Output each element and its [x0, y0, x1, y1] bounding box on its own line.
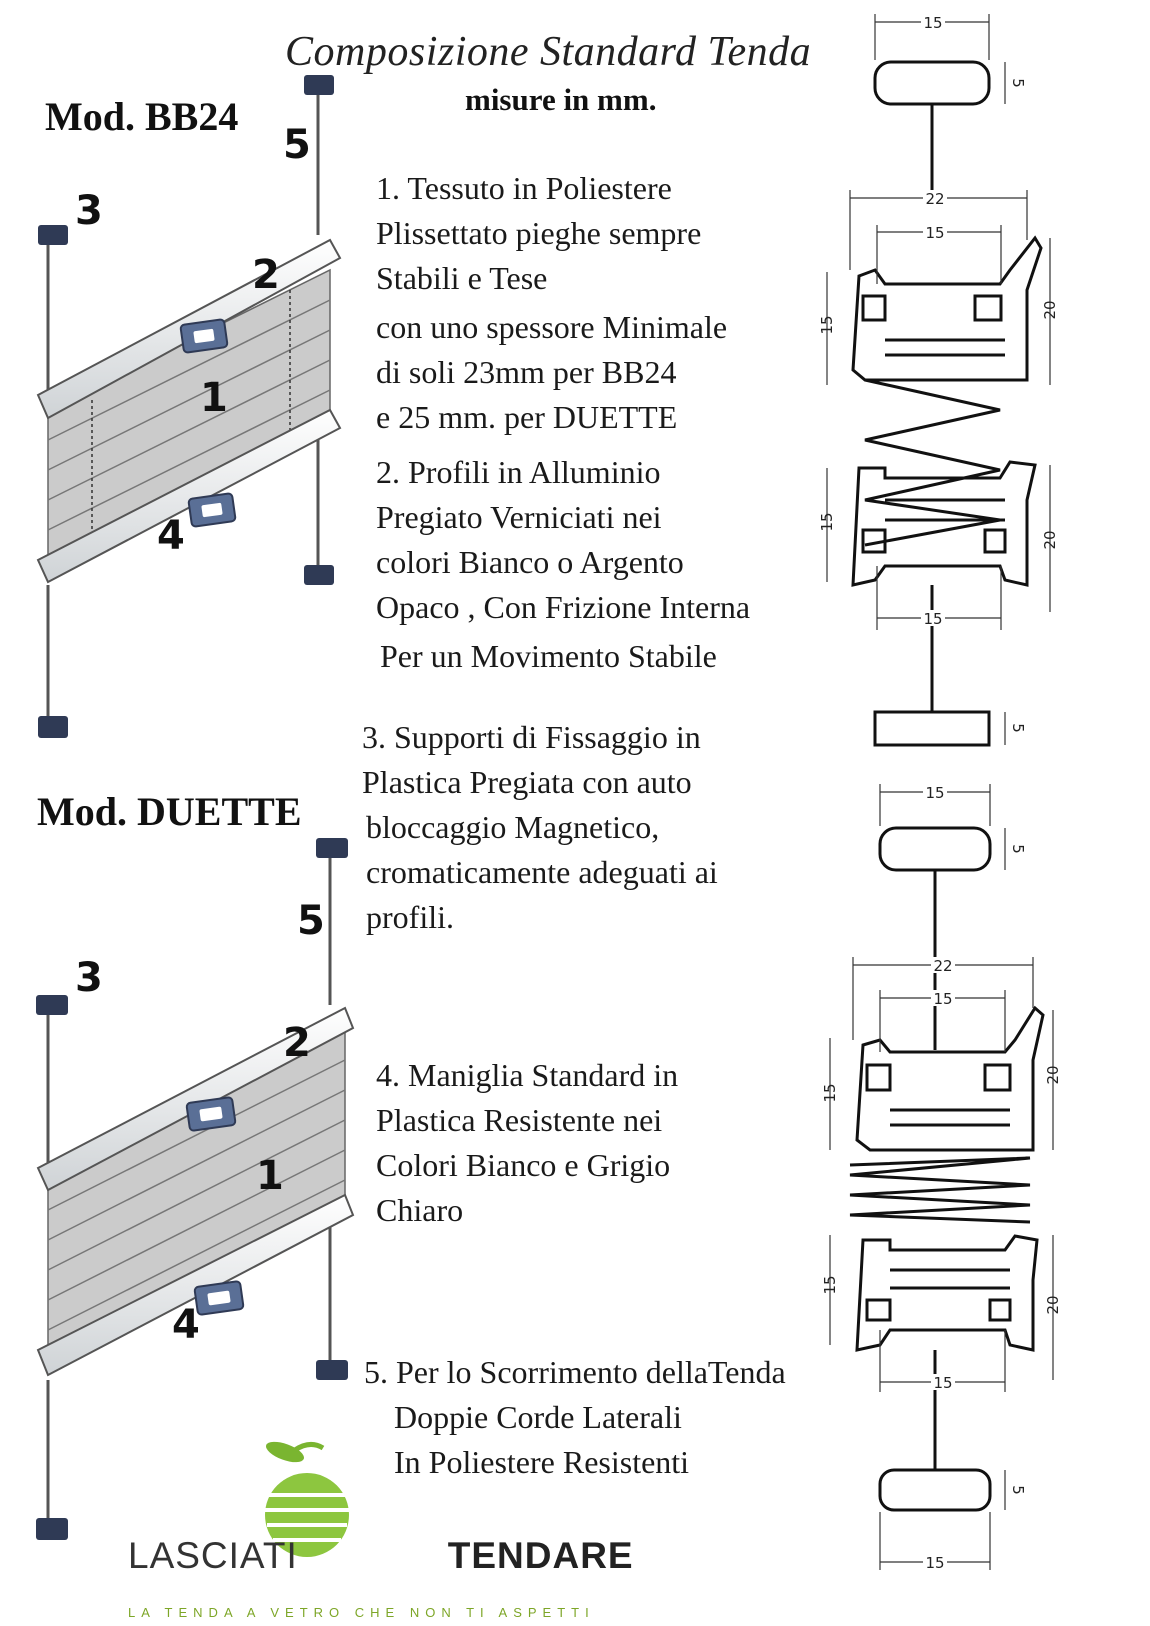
dim-bb24-bottom-height: 5: [1009, 723, 1027, 733]
model-label-duette: Mod. DUETTE: [37, 789, 302, 834]
dim-bb24-outer-width: 22: [925, 190, 944, 208]
dim-bb24-bottom-width: 15: [923, 610, 942, 628]
dim-duette-height-bottom: 20: [1044, 1295, 1062, 1314]
dim-bb24-side-top: 15: [818, 315, 836, 334]
blind-illustrations: [36, 75, 355, 1540]
description-item-1: 1. Tessuto in Poliestere Plissettato pie…: [376, 170, 728, 435]
bb24-top-profile: [851, 235, 1043, 382]
dim-duette-inner-width: 15: [933, 990, 952, 1008]
duette-top-profile: [855, 1005, 1045, 1152]
description-item-4: 4. Maniglia Standard in Plastica Resiste…: [376, 1057, 679, 1228]
bb24-bottom-profile: [851, 460, 1037, 587]
callout-duette-5: 5: [297, 898, 325, 944]
callout-bb24-1: 1: [200, 375, 228, 421]
dim-duette-bottom-bracket-width: 15: [925, 1554, 944, 1572]
duette-bottom-bracket-section: [878, 1468, 992, 1512]
description-item-2: 2. Profili in Alluminio Pregiato Vernici…: [376, 454, 751, 674]
duette-bottom-profile: [855, 1234, 1039, 1352]
brand-name-part1: LASCIATI: [128, 1535, 298, 1576]
callout-bb24-5: 5: [283, 122, 311, 168]
dim-duette-outer-width: 22: [933, 957, 952, 975]
model-label-bb24: Mod. BB24: [45, 94, 239, 139]
brand-name: LASCIATI TENDARE: [128, 1535, 634, 1577]
callout-duette-4: 4: [172, 1302, 200, 1348]
dim-duette-top-width: 15: [925, 784, 944, 802]
dim-duette-bottom-height: 5: [1009, 1485, 1027, 1495]
brand-tagline: LA TENDA A VETRO CHE NON TI ASPETTI: [128, 1605, 595, 1620]
callout-duette-1: 1: [256, 1153, 284, 1199]
blind-bb24: [36, 75, 342, 738]
page-subtitle: misure in mm.: [465, 82, 657, 117]
dim-bb24-top-width: 15: [923, 14, 942, 32]
callout-bb24-2: 2: [252, 252, 280, 298]
dim-duette-bottom-width: 15: [933, 1374, 952, 1392]
dim-duette-side-top: 15: [821, 1083, 839, 1102]
callout-duette-2: 2: [283, 1020, 311, 1066]
apple-logo-icon: [265, 1441, 349, 1557]
dim-bb24-top-height: 5: [1009, 78, 1027, 88]
dim-bb24-height-bottom: 20: [1041, 530, 1059, 549]
callout-bb24-3: 3: [75, 188, 103, 234]
dim-duette-side-bottom: 15: [821, 1275, 839, 1294]
description-item-3: 3. Supporti di Fissaggio in Plastica Pre…: [362, 719, 718, 935]
dim-duette-height-top: 20: [1044, 1065, 1062, 1084]
profile-drawings: 15 5 22 15 15 20 15 20 15 5 15 5 22 15 1…: [818, 14, 1062, 1572]
blind-duette: [36, 838, 355, 1540]
description-item-5: 5. Per lo Scorrimento dellaTenda Doppie …: [364, 1354, 786, 1480]
dim-bb24-side-bottom: 15: [818, 512, 836, 531]
page-title: Composizione Standard Tenda: [285, 29, 812, 75]
dim-duette-top-height: 5: [1009, 844, 1027, 854]
bb24-bottom-bracket-section: [873, 710, 991, 747]
dim-bb24-inner-width: 15: [925, 224, 944, 242]
duette-top-bracket-section: [878, 826, 992, 872]
brand-name-part2: TENDARE: [447, 1535, 634, 1576]
bb24-top-bracket-section: [873, 60, 991, 106]
duette-honeycomb: [849, 1156, 1031, 1224]
callout-bb24-4: 4: [157, 513, 185, 559]
dim-bb24-height-top: 20: [1041, 300, 1059, 319]
callout-duette-3: 3: [75, 955, 103, 1001]
